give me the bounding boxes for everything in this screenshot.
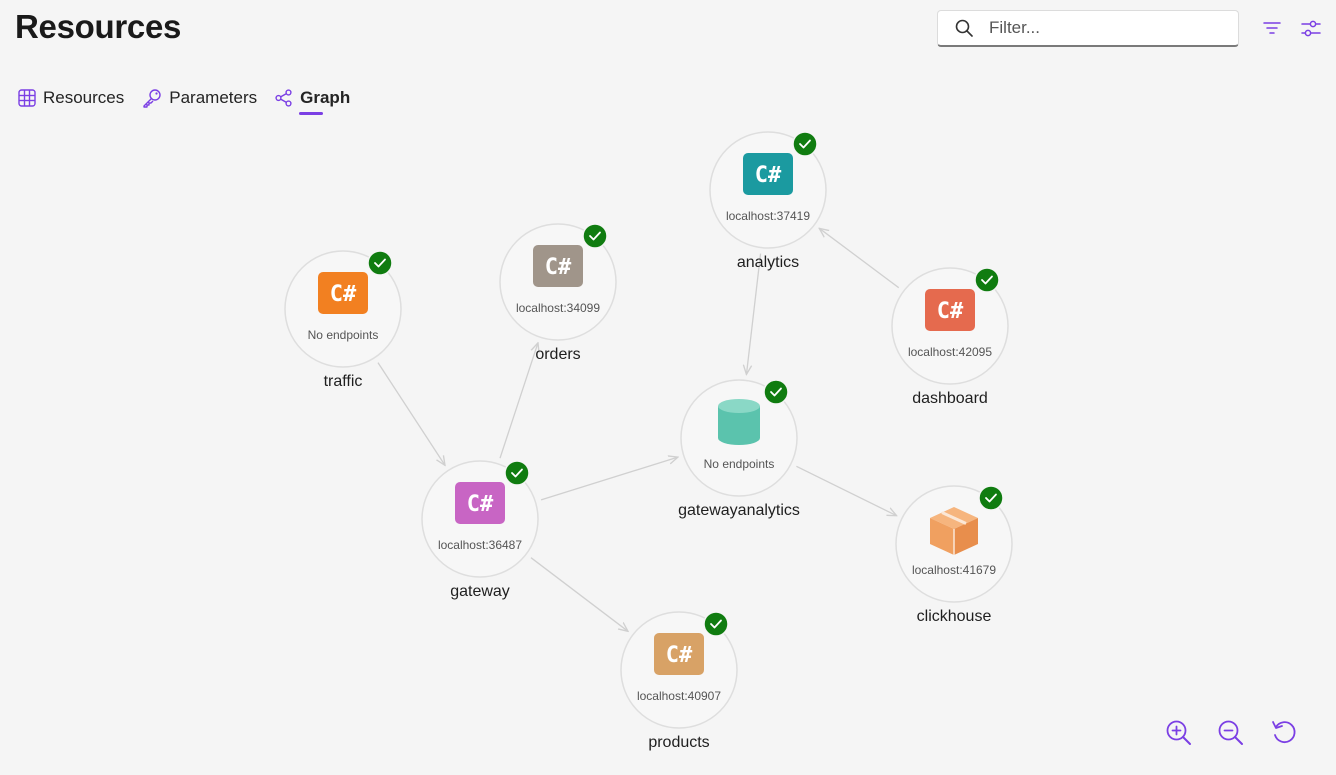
- node-label: gateway: [450, 583, 510, 600]
- zoom-in-button[interactable]: [1165, 719, 1193, 747]
- resource-node-analytics[interactable]: C# localhost:37419 analytics: [709, 131, 827, 271]
- node-label: gatewayanalytics: [678, 502, 800, 519]
- status-running-icon: [582, 223, 608, 249]
- node-label: products: [648, 734, 709, 751]
- tab-label: Parameters: [169, 88, 258, 107]
- settings-sliders-icon[interactable]: [1300, 18, 1322, 40]
- edges-layer: [377, 228, 900, 632]
- node-label: dashboard: [912, 390, 988, 407]
- resource-node-gateway[interactable]: C# localhost:36487 gateway: [421, 460, 539, 600]
- status-running-icon: [504, 460, 530, 486]
- node-endpoint[interactable]: localhost:41679: [912, 563, 996, 577]
- edge-dashboard-to-analytics: [819, 228, 900, 289]
- node-endpoint[interactable]: localhost:34099: [516, 301, 600, 315]
- edge-gateway-to-products: [530, 557, 628, 632]
- active-tab-indicator: [299, 112, 324, 115]
- resource-node-clickhouse[interactable]: localhost:41679 clickhouse: [895, 485, 1013, 625]
- status-running-icon: [974, 267, 1000, 293]
- status-running-icon: [763, 379, 789, 405]
- status-running-icon: [978, 485, 1004, 511]
- csharp-icon: C#: [318, 272, 368, 314]
- resource-node-products[interactable]: C# localhost:40907 products: [620, 611, 738, 751]
- csharp-icon: C#: [533, 245, 583, 287]
- svg-text:C#: C#: [467, 492, 494, 517]
- search-icon: [955, 19, 973, 37]
- node-label: analytics: [737, 254, 799, 271]
- svg-text:C#: C#: [755, 163, 782, 188]
- edge-traffic-to-gateway: [377, 362, 445, 466]
- tab-graph[interactable]: Graph: [275, 84, 351, 115]
- resource-node-orders[interactable]: C# localhost:34099 orders: [499, 223, 617, 363]
- node-endpoint[interactable]: localhost:37419: [726, 209, 810, 223]
- tab-resources[interactable]: Resources: [18, 84, 124, 112]
- node-endpoint[interactable]: localhost:36487: [438, 538, 522, 552]
- csharp-icon: C#: [455, 482, 505, 524]
- zoom-in-icon: [1166, 720, 1191, 745]
- node-endpoint: No endpoints: [308, 328, 379, 342]
- database-icon: [718, 399, 760, 445]
- tab-parameters[interactable]: Parameters: [142, 84, 257, 112]
- node-label: clickhouse: [917, 608, 992, 625]
- reset-zoom-button[interactable]: [1270, 719, 1298, 747]
- tab-label: Graph: [300, 88, 351, 107]
- svg-text:C#: C#: [666, 643, 693, 668]
- csharp-icon: C#: [925, 289, 975, 331]
- view-tabs: Resources Parameters Graph: [18, 84, 368, 115]
- edge-gatewayanalytics-to-clickhouse: [796, 465, 896, 515]
- node-endpoint[interactable]: localhost:42095: [908, 345, 992, 359]
- resource-node-gatewayanalytics[interactable]: No endpoints gatewayanalytics: [678, 379, 800, 519]
- zoom-out-icon: [1218, 720, 1243, 745]
- node-endpoint: No endpoints: [704, 457, 775, 471]
- node-label: traffic: [324, 373, 363, 390]
- svg-text:C#: C#: [545, 255, 572, 280]
- status-running-icon: [367, 250, 393, 276]
- csharp-icon: C#: [654, 633, 704, 675]
- filter-icon[interactable]: [1262, 18, 1282, 38]
- node-endpoint[interactable]: localhost:40907: [637, 689, 721, 703]
- page-title: Resources: [15, 8, 182, 45]
- reset-icon: [1272, 721, 1296, 744]
- resource-node-dashboard[interactable]: C# localhost:42095 dashboard: [891, 267, 1009, 407]
- edge-gateway-to-orders: [499, 343, 538, 459]
- filter-input[interactable]: [987, 17, 1221, 39]
- edge-gateway-to-gatewayanalytics: [540, 457, 678, 501]
- node-label: orders: [535, 346, 580, 363]
- tab-label: Resources: [43, 88, 125, 107]
- box-icon: [930, 507, 978, 555]
- table-icon: [18, 89, 36, 107]
- status-running-icon: [792, 131, 818, 157]
- svg-text:C#: C#: [937, 299, 964, 324]
- status-running-icon: [703, 611, 729, 637]
- resource-node-traffic[interactable]: C# No endpoints traffic: [284, 250, 402, 390]
- share-graph-icon: [275, 89, 292, 107]
- filter-box[interactable]: [937, 10, 1239, 47]
- nodes-layer: C#localhost:37419analyticsC#localhost:34…: [284, 131, 1013, 751]
- zoom-out-button[interactable]: [1217, 719, 1245, 747]
- svg-text:C#: C#: [330, 282, 357, 307]
- key-icon: [143, 89, 161, 108]
- csharp-icon: C#: [743, 153, 793, 195]
- edge-analytics-to-gatewayanalytics: [746, 253, 762, 375]
